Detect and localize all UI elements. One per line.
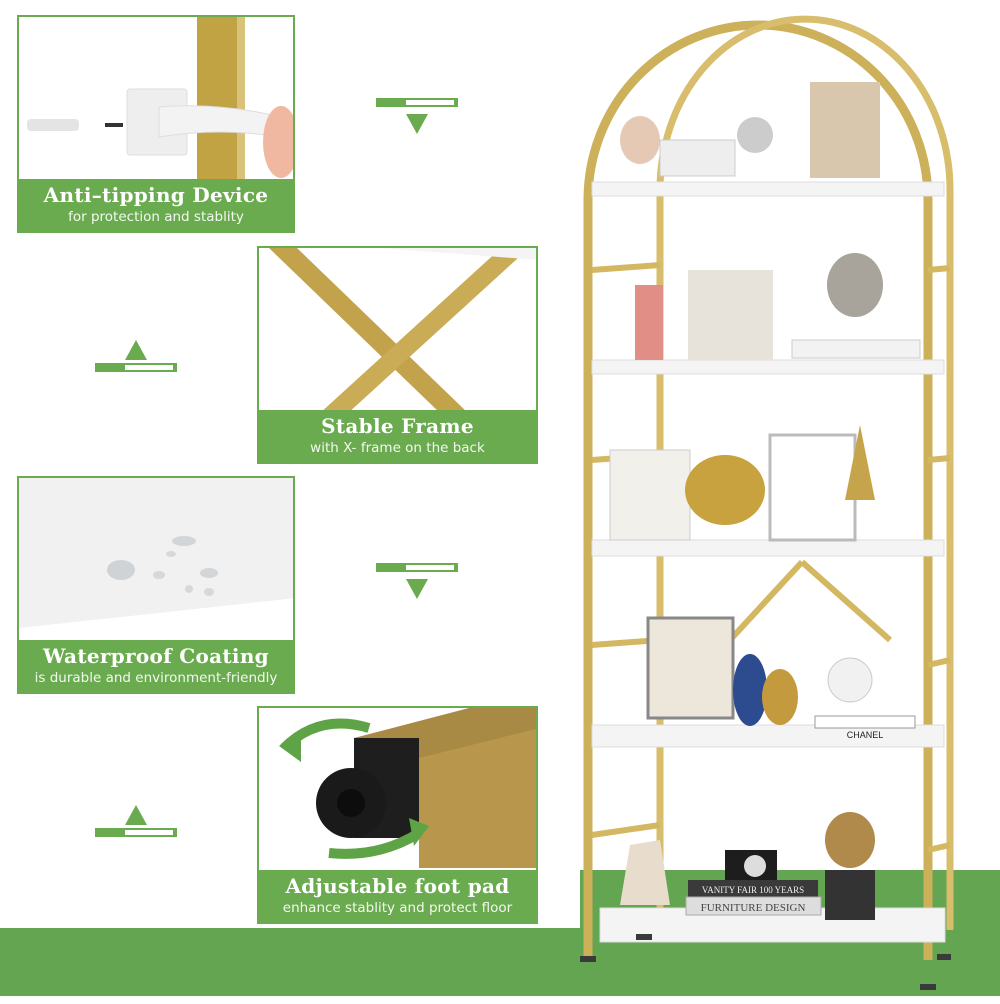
up-triangle-icon (125, 805, 147, 825)
book-vanity-fair: VANITY FAIR 100 YEARS (702, 885, 804, 895)
feature-panel-waterproof: Waterproof Coating is durable and enviro… (17, 476, 295, 694)
down-triangle-icon (406, 114, 428, 134)
feature-subtitle: for protection and stablity (68, 209, 244, 225)
up-triangle-icon (125, 340, 147, 360)
feature-panel-anti-tipping: Anti–tipping Device for protection and s… (17, 15, 295, 233)
arched-bookshelf: CHANEL VANITY FAIR 100 YEARS FURNITURE D… (570, 0, 1000, 1000)
down-arrow-marker (376, 563, 458, 603)
feature-title: Adjustable foot pad (285, 874, 510, 898)
anti-tipping-image (19, 17, 293, 183)
x-frame-image (259, 248, 536, 414)
feature-title: Stable Frame (321, 414, 474, 438)
feature-caption: Anti–tipping Device for protection and s… (19, 179, 293, 231)
chanel-box-label: CHANEL (847, 730, 884, 740)
down-arrow-marker (376, 98, 458, 138)
book-furniture-design: FURNITURE DESIGN (701, 902, 806, 914)
feature-title: Anti–tipping Device (43, 183, 269, 207)
waterproof-image (19, 478, 293, 644)
feature-caption: Adjustable foot pad enhance stablity and… (259, 870, 536, 922)
feature-subtitle: is durable and environment-friendly (34, 670, 278, 686)
feature-panel-stable-frame: Stable Frame with X- frame on the back (257, 246, 538, 464)
down-triangle-icon (406, 579, 428, 599)
up-arrow-marker (95, 336, 177, 376)
up-arrow-marker (95, 801, 177, 841)
feature-title: Waterproof Coating (43, 644, 269, 668)
feature-caption: Waterproof Coating is durable and enviro… (19, 640, 293, 692)
feature-caption: Stable Frame with X- frame on the back (259, 410, 536, 462)
foot-pad-image (259, 708, 536, 874)
feature-subtitle: enhance stablity and protect floor (282, 900, 513, 916)
feature-panel-foot-pad: Adjustable foot pad enhance stablity and… (257, 706, 538, 924)
feature-subtitle: with X- frame on the back (310, 440, 485, 456)
